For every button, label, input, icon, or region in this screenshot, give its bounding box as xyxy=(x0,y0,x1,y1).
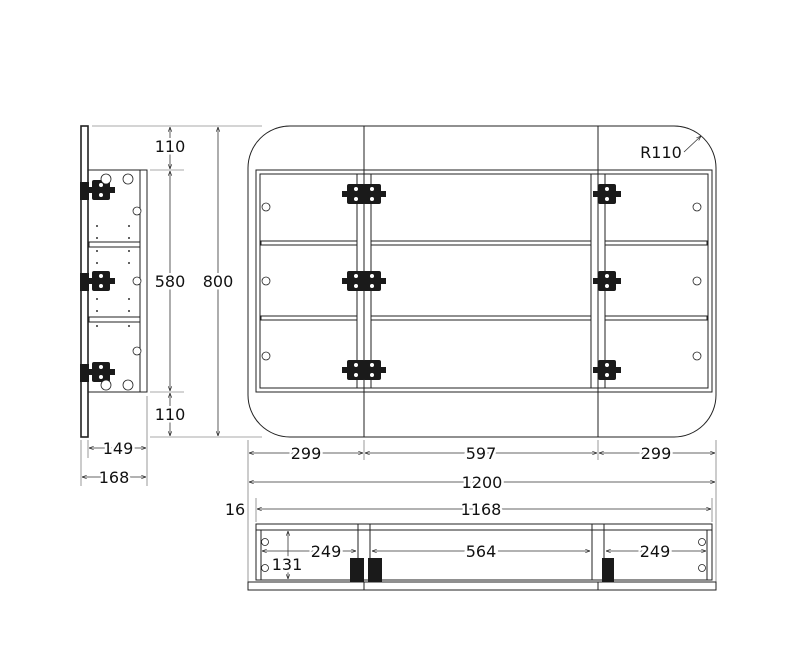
dim-bottom-gap: 110 xyxy=(155,405,186,424)
dim-carcass-width: 1168 xyxy=(461,500,502,519)
side-shelf xyxy=(88,316,141,323)
hinge-icon xyxy=(593,360,621,380)
dim-left-inner: 249 xyxy=(311,542,342,561)
top-door xyxy=(247,581,717,591)
dim-right-inner: 249 xyxy=(640,542,671,561)
shelf xyxy=(370,240,592,246)
hinge-icon xyxy=(87,180,115,200)
dim-carcass-depth: 149 xyxy=(103,439,134,458)
hinge-icon xyxy=(87,271,115,291)
front-view: R110 xyxy=(247,125,717,438)
dim-total-width: 1200 xyxy=(462,473,503,492)
hinge-icon xyxy=(602,558,614,582)
shelf xyxy=(260,240,358,246)
dim-total-height: 800 xyxy=(203,272,234,291)
dim-total-depth: 168 xyxy=(99,468,130,487)
shelf xyxy=(260,315,358,321)
dim-left-door: 299 xyxy=(291,444,322,463)
dim-door-thickness: 16 xyxy=(225,500,245,519)
dim-center-inner: 564 xyxy=(466,542,497,561)
top-dimensions: 1168 16 249 564 249 131 xyxy=(225,498,713,579)
front-dimensions: 299 597 299 1200 xyxy=(247,440,717,582)
top-view xyxy=(247,523,717,591)
front-carcass xyxy=(255,169,713,393)
hinge-icon xyxy=(87,362,115,382)
dim-inner-depth: 131 xyxy=(272,555,303,574)
shelf xyxy=(604,240,708,246)
side-shelf xyxy=(88,241,141,248)
hinge-icon xyxy=(593,271,621,291)
hinge-icon xyxy=(368,558,382,582)
side-dimensions: 110 580 800 110 149 168 xyxy=(80,125,262,490)
top-carcass xyxy=(255,523,713,581)
hinge-icon xyxy=(593,184,621,204)
shelf xyxy=(370,315,592,321)
dim-center-door: 597 xyxy=(466,444,497,463)
side-view xyxy=(80,125,148,438)
dim-top-gap: 110 xyxy=(155,137,186,156)
shelf xyxy=(604,315,708,321)
corner-radius-label: R110 xyxy=(640,143,682,162)
front-door-outline xyxy=(247,125,717,438)
dim-body-height: 580 xyxy=(155,272,186,291)
dim-right-door: 299 xyxy=(641,444,672,463)
hinge-icon xyxy=(350,558,364,582)
